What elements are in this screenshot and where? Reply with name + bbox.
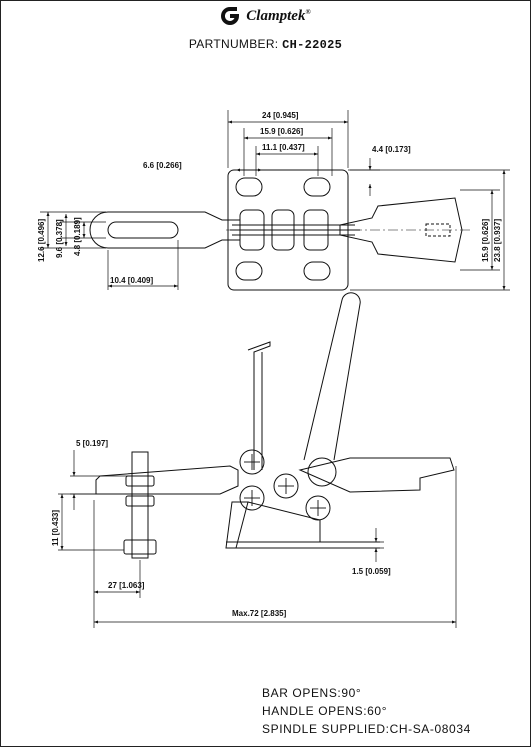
dim-base-thickness: 1.5 [0.059]: [352, 567, 391, 576]
side-view: [95, 292, 455, 559]
side-view-pins: [244, 454, 326, 516]
brand-text: Clamptek: [246, 7, 306, 24]
handle-closed: [298, 457, 455, 493]
handle: [339, 197, 463, 263]
registered-mark: ®: [305, 7, 311, 16]
dim-slot-offset: 4.4 [0.173]: [372, 145, 411, 154]
clamp-arm: [89, 211, 241, 249]
brand: Clamptek®: [220, 6, 311, 26]
dim-hole-width: 6.6 [0.266]: [143, 161, 182, 170]
clamptek-logo-icon: [221, 7, 240, 25]
top-view-dimensions: [40, 110, 510, 291]
part-number-label: PARTNUMBER:: [188, 37, 279, 51]
dim-slot-outer: 9.6 [0.378]: [55, 219, 64, 258]
part-number-value: CH-22025: [282, 38, 343, 52]
dim-spindle-reach: 27 [1.063]: [108, 581, 145, 590]
arm-slot: [107, 221, 179, 239]
dim-spindle-height: 11 [0.433]: [51, 510, 60, 546]
top-view: [89, 169, 470, 291]
bar-open-outline: [247, 341, 271, 470]
brand-name: Clamptek®: [246, 8, 310, 25]
dim-overall-width: 24 [0.945]: [262, 111, 299, 120]
clamp-bar: [95, 465, 239, 495]
dim-arm-slot-length: 10.4 [0.409]: [110, 276, 153, 285]
dim-base-hole-spacing: 15.9 [0.626]: [481, 219, 490, 262]
dim-max-length: Max.72 [2.835]: [232, 609, 287, 618]
part-number-line: PARTNUMBER: CH-22025: [0, 37, 531, 52]
note-spindle-supplied: SPINDLE SUPPLIED:CH-SA-08034: [262, 722, 471, 736]
dim-hole-spacing-inner: 11.1 [0.437]: [262, 143, 305, 152]
note-bar-opens: BAR OPENS:90°: [262, 686, 362, 700]
title-block: Clamptek® PARTNUMBER: CH-22025: [0, 6, 531, 52]
dim-hole-spacing-outer: 15.9 [0.626]: [260, 127, 303, 136]
dim-arm-height: 12.6 [0.496]: [37, 219, 46, 262]
side-view-dimensions: [58, 450, 457, 628]
dim-base-height: 23.8 [0.937]: [493, 219, 502, 262]
spec-notes: BAR OPENS:90° HANDLE OPENS:60° SPINDLE S…: [262, 684, 471, 738]
spindle: [131, 451, 149, 559]
dim-slot-inner: 4.8 [0.189]: [73, 217, 82, 256]
dim-bar-thickness: 5 [0.197]: [76, 439, 108, 448]
handle-open-outline: [303, 292, 361, 461]
note-handle-opens: HANDLE OPENS:60°: [262, 704, 388, 718]
